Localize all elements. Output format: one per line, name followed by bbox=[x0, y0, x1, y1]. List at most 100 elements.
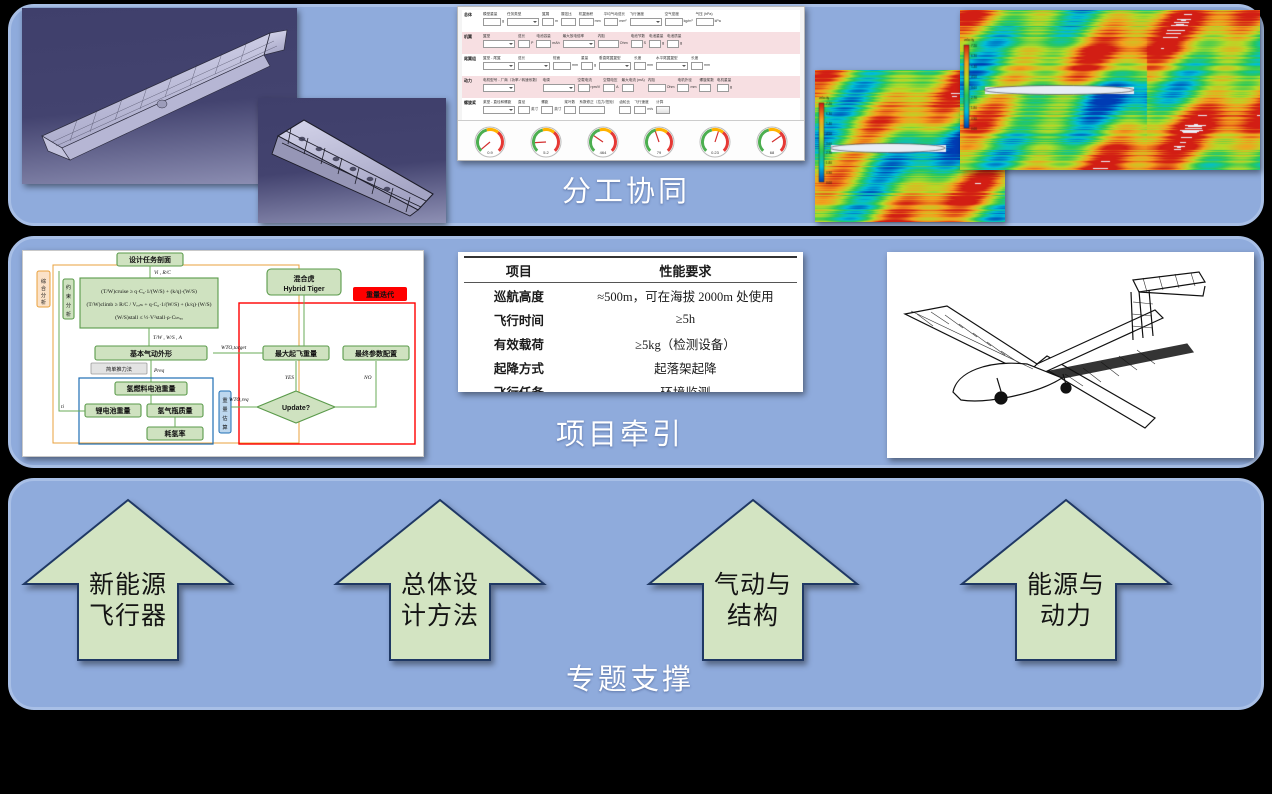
arrow-aerodynamics-structure[interactable]: 气动与结构 bbox=[645, 496, 861, 664]
form-field[interactable]: 系数修正（拉力/扭矩） bbox=[579, 100, 616, 114]
form-field[interactable]: 齿轮比 bbox=[619, 100, 632, 114]
form-field[interactable]: 展弦比 bbox=[561, 12, 576, 26]
arrow-energy-propulsion[interactable]: 能源与动力 bbox=[958, 496, 1174, 664]
form-input[interactable] bbox=[561, 17, 576, 26]
form-field[interactable]: 任务类型 bbox=[507, 12, 539, 26]
form-input[interactable] bbox=[603, 17, 619, 26]
form-field[interactable]: 桨叶数 bbox=[564, 100, 577, 114]
form-select[interactable] bbox=[562, 39, 595, 48]
form-button[interactable] bbox=[656, 105, 671, 114]
form-select[interactable] bbox=[507, 17, 539, 26]
form-input[interactable] bbox=[541, 105, 554, 114]
form-input[interactable] bbox=[542, 17, 554, 26]
form-field-caption: 任务类型 bbox=[507, 12, 522, 16]
form-field[interactable]: 飞行速度 bbox=[629, 12, 662, 26]
form-input[interactable] bbox=[518, 105, 530, 114]
form-field-unit: mm bbox=[704, 63, 710, 68]
form-input[interactable] bbox=[603, 83, 616, 92]
form-input[interactable] bbox=[677, 83, 690, 92]
svg-text:5.2: 5.2 bbox=[544, 150, 550, 155]
form-field[interactable]: 垂直尾翼翼型 bbox=[599, 56, 631, 70]
form-input[interactable] bbox=[691, 61, 703, 70]
form-input[interactable] bbox=[553, 61, 571, 70]
svg-text:WTO,target: WTO,target bbox=[221, 345, 247, 351]
form-select[interactable] bbox=[656, 61, 688, 70]
form-field[interactable]: 螺距英寸 bbox=[541, 100, 561, 114]
form-field[interactable]: 最大电流 (mA) bbox=[621, 78, 645, 92]
form-field[interactable]: 最大放电倍率 bbox=[562, 34, 595, 48]
form-select[interactable] bbox=[483, 105, 515, 114]
panel-caption-topic-support: 专题支撑 bbox=[566, 664, 695, 696]
form-input[interactable] bbox=[666, 39, 679, 48]
arrow-overall-design-method[interactable]: 总体设计方法 bbox=[332, 496, 548, 664]
form-select[interactable] bbox=[629, 17, 662, 26]
form-input[interactable] bbox=[579, 105, 606, 114]
form-select[interactable] bbox=[483, 61, 515, 70]
form-input[interactable] bbox=[483, 17, 501, 26]
form-select[interactable] bbox=[599, 61, 631, 70]
form-field[interactable]: 翼型 - 尾翼 bbox=[483, 56, 515, 70]
form-input[interactable] bbox=[664, 17, 683, 26]
form-field[interactable]: 气压 (hPa)kPa bbox=[695, 12, 721, 26]
form-field[interactable]: 直径英寸 bbox=[518, 100, 538, 114]
form-input[interactable] bbox=[634, 61, 646, 70]
form-field[interactable]: 螺旋桨数 bbox=[699, 78, 714, 92]
form-input[interactable] bbox=[647, 83, 666, 92]
form-field[interactable]: 计算 bbox=[656, 100, 671, 114]
form-input[interactable] bbox=[648, 39, 661, 48]
form-field[interactable]: 水平尾翼翼型 bbox=[656, 56, 688, 70]
form-input[interactable] bbox=[621, 83, 634, 92]
form-input[interactable] bbox=[634, 105, 647, 114]
form-input[interactable] bbox=[695, 17, 714, 26]
form-input[interactable] bbox=[564, 105, 577, 114]
form-input[interactable] bbox=[577, 83, 590, 92]
form-select[interactable] bbox=[542, 83, 575, 92]
form-input[interactable] bbox=[630, 39, 643, 48]
form-field[interactable]: 翼型 bbox=[483, 34, 515, 48]
form-input[interactable] bbox=[581, 61, 593, 70]
form-row[interactable]: 螺旋桨桨型 - 直径和螺距直径英寸螺距英寸桨叶数系数修正（拉力/扭矩）齿轮比飞行… bbox=[462, 98, 800, 120]
form-select[interactable] bbox=[483, 39, 515, 48]
form-field[interactable]: 电机型号 - 厂商（功率 / 转速系数） bbox=[483, 78, 540, 92]
form-input[interactable] bbox=[536, 39, 552, 48]
arrow-new-energy-aircraft[interactable]: 新能源飞行器 bbox=[20, 496, 236, 664]
form-select[interactable] bbox=[518, 61, 550, 70]
form-input[interactable] bbox=[619, 105, 632, 114]
form-field[interactable]: 桨型 - 直径和螺距 bbox=[483, 100, 515, 114]
form-field[interactable]: 电调 bbox=[542, 78, 575, 92]
form-input[interactable] bbox=[578, 17, 594, 26]
form-input[interactable] bbox=[699, 83, 712, 92]
form-input[interactable] bbox=[518, 39, 530, 48]
form-select[interactable] bbox=[483, 83, 515, 92]
form-input[interactable] bbox=[716, 83, 729, 92]
form-field[interactable]: 弦长 bbox=[518, 56, 550, 70]
form-input[interactable] bbox=[597, 39, 619, 48]
